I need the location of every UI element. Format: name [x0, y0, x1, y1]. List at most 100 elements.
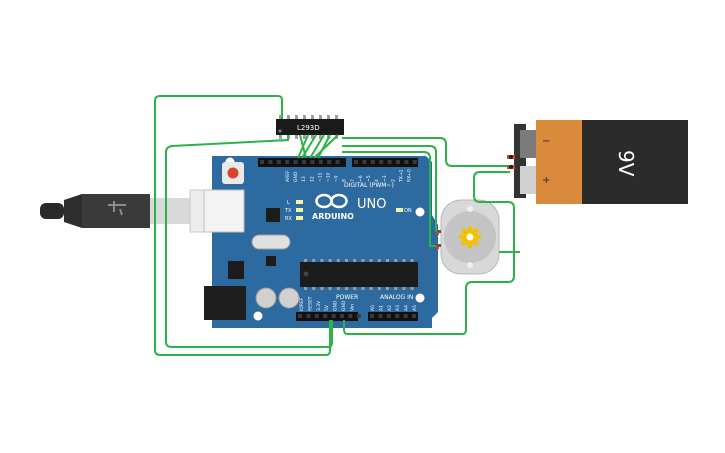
- wire: [309, 134, 325, 159]
- battery-lead-plus[interactable]: [507, 165, 515, 169]
- wire: [317, 134, 331, 159]
- analog-header[interactable]: [368, 312, 418, 321]
- header-pin[interactable]: [386, 314, 391, 318]
- header-pin[interactable]: [285, 160, 290, 164]
- header-pin[interactable]: [260, 160, 264, 164]
- header-pin[interactable]: [310, 160, 315, 164]
- header-pin[interactable]: [314, 314, 319, 318]
- power-header-label: POWER: [336, 294, 358, 301]
- wire: [301, 134, 317, 159]
- pin-label: A1: [378, 305, 384, 311]
- pin-label: RX←0: [407, 169, 413, 182]
- pin-label: ~6: [358, 175, 364, 182]
- usb-socket: [203, 189, 245, 233]
- header-pin[interactable]: [318, 160, 323, 164]
- pin-label: GND: [293, 171, 299, 182]
- header-pin[interactable]: [306, 314, 311, 318]
- pin-label: A0: [370, 305, 376, 311]
- l293d-ic[interactable]: L293D: [276, 115, 344, 139]
- pin-label: TX→1: [398, 169, 404, 183]
- header-pin[interactable]: [404, 160, 409, 164]
- power-jack: [204, 286, 246, 320]
- pin-label: A2: [387, 305, 393, 311]
- header-pin[interactable]: [412, 314, 416, 318]
- pin-label: ~9: [334, 175, 340, 182]
- header-pin[interactable]: [276, 160, 281, 164]
- pin-label: 4: [374, 179, 380, 182]
- dc-motor-icon[interactable]: [435, 199, 500, 275]
- battery-lead-minus[interactable]: [507, 155, 515, 159]
- header-pin[interactable]: [395, 314, 400, 318]
- led-label-rx: RX: [285, 216, 292, 222]
- pin-label: 12: [309, 176, 315, 182]
- pin-label: GND: [333, 300, 339, 311]
- on-led-label: ON: [404, 208, 412, 214]
- pin-label: A5: [412, 305, 418, 311]
- reset-button[interactable]: [222, 162, 244, 184]
- wire: [154, 95, 331, 356]
- digital-header-label: DIGITAL (PWM~): [344, 182, 394, 189]
- header-pin[interactable]: [335, 160, 340, 164]
- header-pin[interactable]: [354, 160, 358, 164]
- header-pin[interactable]: [340, 314, 344, 318]
- status-leds: L TX RX ON: [284, 200, 412, 222]
- header-pin[interactable]: [379, 160, 384, 164]
- wire: [313, 134, 339, 159]
- header-pin[interactable]: [327, 160, 332, 164]
- header-pin[interactable]: [298, 314, 302, 318]
- pin-label: ~3: [382, 175, 388, 182]
- battery-minus-label: −: [542, 136, 550, 147]
- analog-header-label: ANALOG IN: [380, 294, 413, 301]
- ic-label: L293D: [297, 124, 320, 132]
- header-pin[interactable]: [323, 314, 328, 318]
- header-pin[interactable]: [370, 160, 375, 164]
- header-pin[interactable]: [370, 314, 374, 318]
- wire: [165, 135, 333, 348]
- pin-label: 5V: [324, 304, 330, 311]
- arduino-logo: ARDUINO UNO: [312, 193, 386, 221]
- battery-plus-label: +: [542, 175, 550, 186]
- pin-label: GND: [341, 300, 347, 311]
- led-label-tx: TX: [284, 208, 292, 214]
- header-pin[interactable]: [403, 314, 408, 318]
- pin-label: IOREF: [299, 297, 305, 311]
- digital-header-right[interactable]: [352, 158, 418, 167]
- led-label-l: L: [287, 200, 290, 206]
- header-pin[interactable]: [396, 160, 400, 164]
- header-pin[interactable]: [348, 314, 353, 318]
- header-pin[interactable]: [293, 160, 298, 164]
- usb-chip: [266, 208, 280, 222]
- pin-label: ~5: [366, 175, 372, 182]
- pin-label: 7: [350, 179, 356, 182]
- pin-label: 3.3V: [316, 300, 322, 311]
- header-pin[interactable]: [331, 314, 336, 318]
- header-pin[interactable]: [302, 160, 306, 164]
- capacitor: [255, 287, 277, 309]
- header-pin[interactable]: [412, 160, 417, 164]
- pin-label: ~11: [317, 172, 323, 182]
- header-pin[interactable]: [356, 314, 361, 318]
- capacitor: [278, 287, 300, 309]
- wire: [343, 171, 515, 335]
- header-pin[interactable]: [378, 314, 383, 318]
- header-pin[interactable]: [387, 160, 392, 164]
- pin-label: AREF: [285, 170, 291, 182]
- arduino-uno-board[interactable]: L TX RX ON ARDUINO UNO DIGITAL: [203, 156, 438, 328]
- wire: [342, 151, 436, 247]
- pin-label: A3: [395, 305, 401, 311]
- model-label: UNO: [357, 197, 386, 212]
- wires[interactable]: [154, 95, 520, 356]
- wire: [297, 134, 309, 159]
- regulator: [228, 261, 244, 279]
- atmega-chip: [300, 262, 418, 287]
- pin-label: ~10: [326, 172, 332, 182]
- header-pin[interactable]: [362, 160, 367, 164]
- wire: [342, 137, 510, 167]
- battery-voltage-label: 9V: [614, 150, 638, 177]
- header-pin[interactable]: [268, 160, 273, 164]
- pin-label: 2: [390, 179, 396, 182]
- pin-label: 8: [342, 179, 348, 182]
- pin-label: Vin: [349, 304, 355, 311]
- battery-icon[interactable]: − + 9V: [514, 120, 688, 204]
